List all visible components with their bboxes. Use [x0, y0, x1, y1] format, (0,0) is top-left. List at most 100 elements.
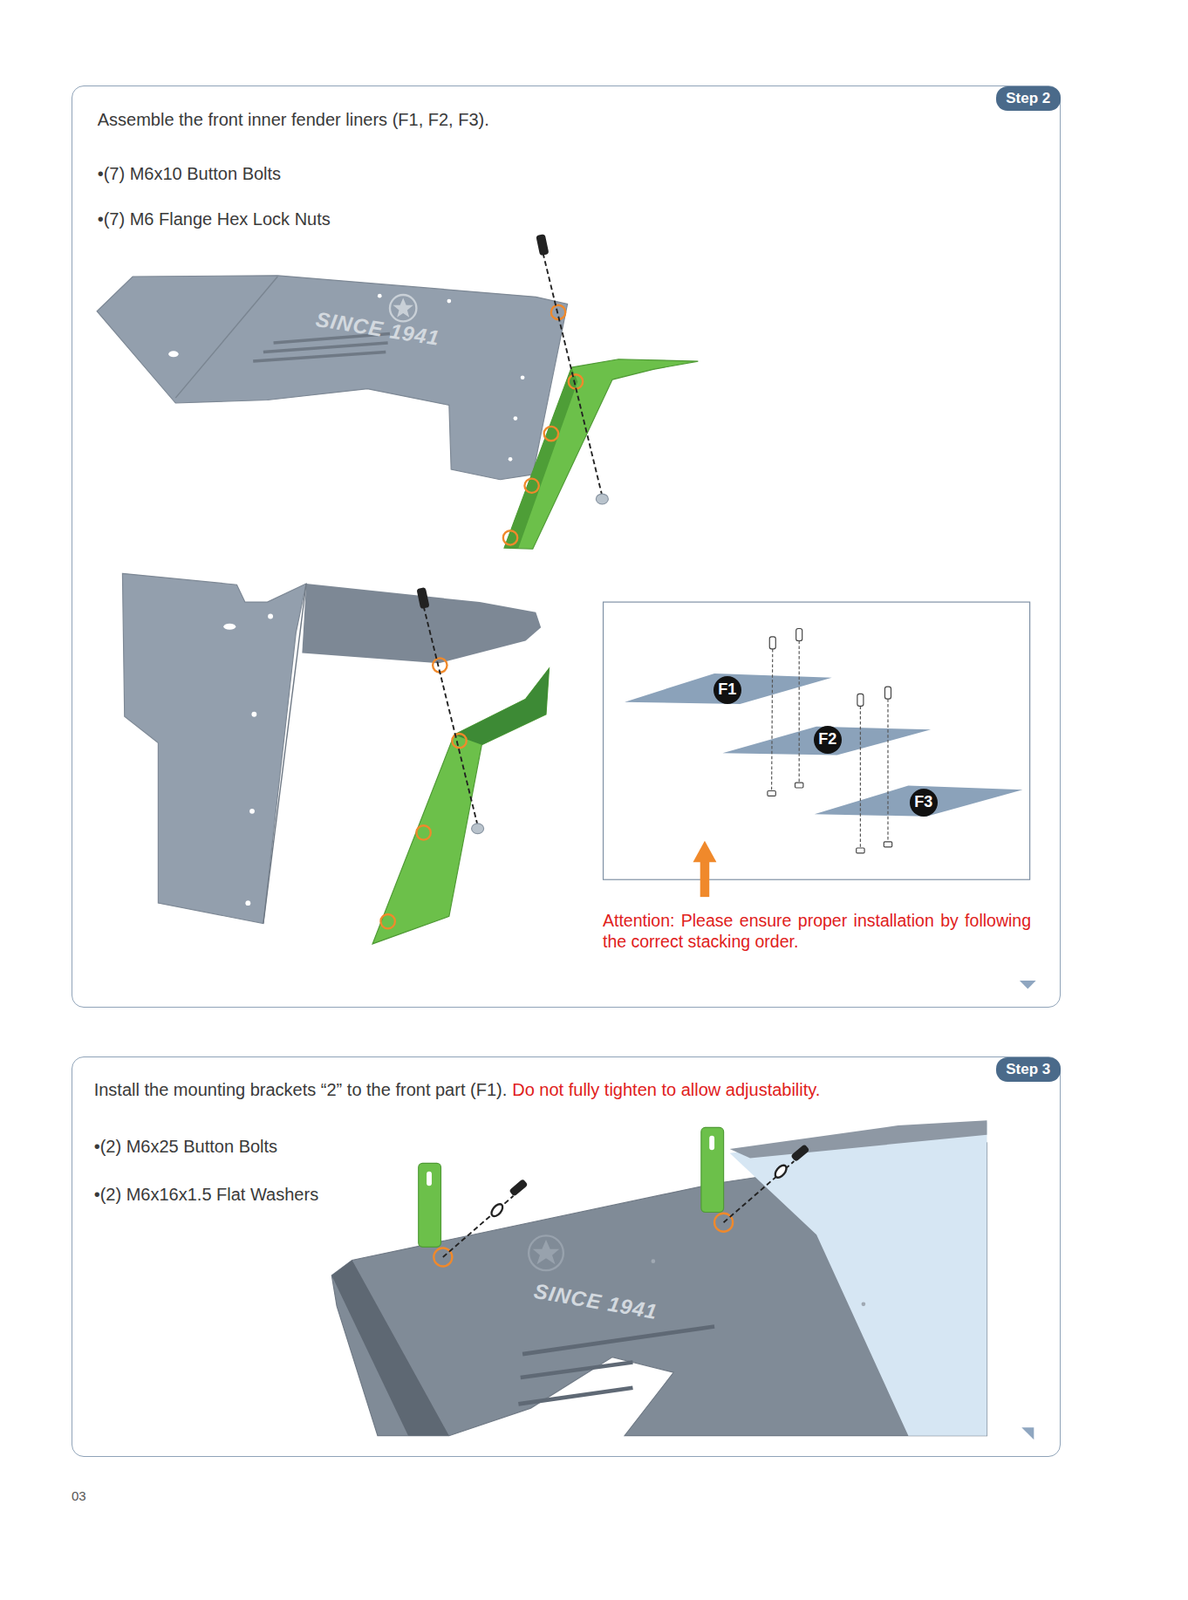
front-part-plate: [518, 1387, 633, 1405]
fender-liner-plate: [389, 294, 417, 321]
bolt-and-nut: [595, 493, 608, 505]
bolt-and-nut: [416, 587, 484, 834]
fender-liner-plate: [251, 711, 257, 717]
stacking-inset: [603, 601, 1031, 880]
hole-marker: [380, 657, 466, 929]
stacking-inset: [624, 673, 833, 704]
fender-liner-plate: [392, 298, 413, 318]
stacking-inset: [603, 601, 1031, 880]
mounting-bracket: [418, 1126, 724, 1247]
front-part-plate: [532, 1239, 560, 1264]
part-callout: F2: [813, 725, 842, 754]
hole-marker: [503, 530, 518, 545]
front-part-plate: [730, 1119, 988, 1158]
hole-marker: [380, 914, 395, 929]
fender-liner-plate: [377, 293, 383, 299]
stacking-inset: [860, 705, 861, 847]
front-part-plate: [331, 1260, 450, 1436]
green-bracket: [504, 359, 698, 550]
step-badge: Step 3: [996, 1057, 1061, 1082]
callout-label: F3: [914, 792, 933, 812]
fender-liner-plate: [402, 752, 408, 758]
attention-arrow: [693, 840, 717, 863]
hardware-item: •(7) M6x10 Button Bolts: [97, 163, 281, 185]
stacking-inset: [771, 648, 773, 790]
stacking-inset: [767, 628, 893, 854]
stacking-inset: [796, 628, 803, 642]
fender-liner-plate: [168, 350, 179, 357]
green-bracket: [454, 668, 550, 745]
fender-liner-plate: [96, 275, 567, 480]
fender-liner-plate: [252, 352, 386, 362]
fender-liner-plate: [520, 375, 526, 380]
attention-arrow: [700, 860, 711, 897]
bolt-and-nut: [471, 823, 485, 834]
stacking-inset: [887, 698, 888, 841]
fender-liner-plate: [301, 583, 541, 663]
front-part-plate: [528, 1235, 564, 1270]
stacking-inset: [767, 790, 776, 796]
hole-marker: [503, 305, 583, 546]
mounting-bracket: [701, 1126, 724, 1212]
hole-marker: [524, 478, 539, 493]
bolt-and-washer: [489, 1201, 506, 1219]
attention-note: Attention: Please ensure proper installa…: [602, 909, 1031, 953]
fender-liner-plate: [447, 299, 452, 304]
fender-liner-plate: [263, 342, 389, 353]
stacking-inset: [795, 782, 804, 788]
callout-label: F2: [818, 730, 837, 749]
mounting-bracket: [426, 1171, 432, 1186]
hardware-item: •(7) M6 Flange Hex Lock Nuts: [97, 209, 331, 230]
instruction-text: Install the mounting brackets “2” to the…: [94, 1079, 508, 1100]
green-bracket: [372, 668, 549, 944]
stacking-inset: [883, 841, 892, 847]
bolt-and-washer: [508, 1178, 528, 1197]
bolt-and-nut: [535, 233, 608, 505]
stacking-inset: [856, 847, 865, 854]
continue-marker: [1021, 1426, 1034, 1440]
attention-arrow: [693, 840, 717, 897]
green-bracket: [504, 367, 578, 548]
fender-liner-plate: [96, 275, 567, 480]
callout-label: F1: [717, 680, 737, 699]
stacking-inset: [769, 636, 776, 649]
step-label: Step 3: [1005, 1060, 1051, 1079]
front-part-plate: [861, 1301, 867, 1306]
stacking-inset: [884, 686, 891, 699]
fender-liner-plate: [267, 614, 274, 620]
step-panel: Step 3 Install the mounting brackets “2” …: [71, 1056, 1061, 1457]
green-bracket: [372, 668, 549, 944]
stacking-inset: [857, 693, 864, 706]
front-part-plate: [651, 1258, 656, 1264]
hole-marker: [568, 374, 583, 389]
hardware-item: •(2) M6x25 Button Bolts: [94, 1136, 278, 1157]
bolt-and-nut: [423, 606, 478, 826]
fender-liner-plate: [249, 808, 255, 814]
bolt-and-nut: [416, 587, 430, 609]
front-part-plate: [730, 1122, 988, 1436]
part-callout: F3: [909, 788, 938, 817]
bolt-and-washer: [790, 1143, 810, 1162]
hardware-item: •(2) M6x16x1.5 Flat Washers: [94, 1184, 319, 1205]
hole-marker: [416, 825, 431, 840]
stacking-inset: [771, 641, 888, 847]
instruction-text: Do not fully tighten to allow adjustabil…: [512, 1079, 820, 1100]
page-number: 03: [71, 1488, 87, 1503]
hole-marker: [544, 426, 559, 441]
bolt-and-washer: [723, 1160, 795, 1223]
part-callout: F1: [713, 675, 742, 704]
bolt-and-washer: [443, 1195, 514, 1257]
mounting-bracket: [418, 1162, 442, 1247]
step-label: Step 2: [1005, 89, 1051, 108]
instruction-text: Assemble the front inner fender liners (…: [97, 109, 490, 130]
stacking-inset: [814, 785, 1024, 817]
step-panel: Step 2 F1F2F3 Assemble the front inner fen…: [71, 85, 1061, 1008]
continue-marker: [1019, 980, 1037, 989]
bolt-and-washer: [443, 1143, 811, 1257]
bolt-and-nut: [535, 233, 549, 256]
bolt-and-washer: [772, 1162, 789, 1180]
fender-liner-plate: [513, 416, 519, 421]
fender-liner-plate: [508, 457, 513, 462]
fender-liner-plate: [122, 573, 307, 923]
front-part-plate: [331, 1119, 987, 1435]
